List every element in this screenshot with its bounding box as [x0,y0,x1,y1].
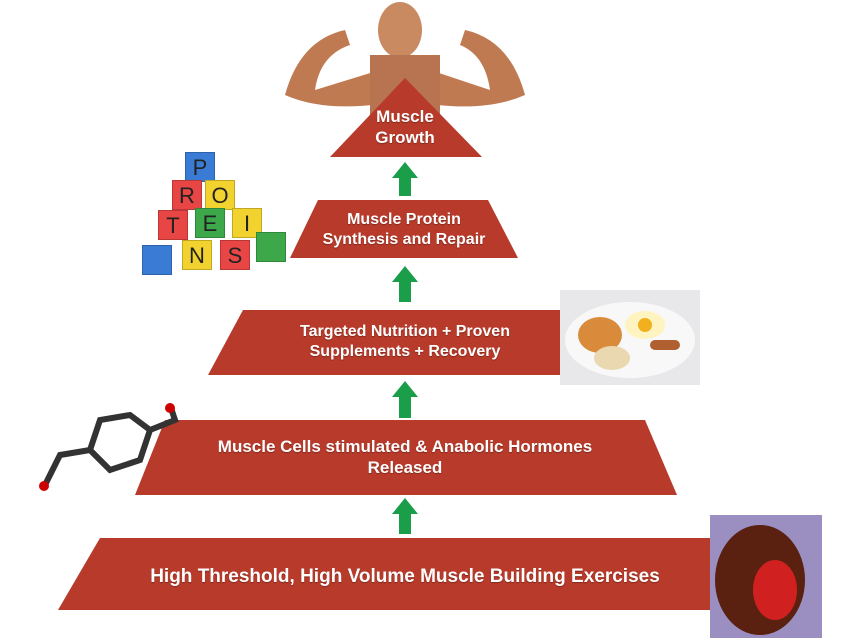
block-n: N [182,240,212,270]
block-e: E [195,208,225,238]
muscle-photo-image [710,515,822,638]
label-line: Muscle Protein [347,211,461,228]
label-line: Muscle [376,107,434,126]
block-r: R [172,180,202,210]
block-t: T [158,210,188,240]
breakfast-image [560,290,700,385]
level-4-label: Muscle Cells stimulated & Anabolic Hormo… [150,436,660,479]
arrows [392,162,418,534]
label-line: Synthesis and Repair [322,231,486,248]
block-blank-green [256,232,286,262]
block-o: O [205,180,235,210]
block-blank-blue [142,245,172,275]
level-5-label: High Threshold, High Volume Muscle Build… [80,565,730,589]
label-line: Growth [375,128,435,148]
level-1-triangle [330,78,482,157]
label-line: Targeted Nutrition + Proven [300,323,510,340]
level-3-band [208,310,565,375]
label-line: Supplements + Recovery [309,343,501,360]
block-s: S [220,240,250,270]
level-4-band [135,420,677,495]
label-line: High Threshold, High Volume Muscle Build… [150,566,660,587]
label-line: Released [367,458,443,478]
level-3-label: Targeted Nutrition + Proven Supplements … [230,322,580,362]
level-5-band [58,538,712,610]
steroid-molecule-image [39,403,179,491]
up-arrow-icon [392,266,418,302]
level-1-label: Muscle Growth [345,106,465,149]
level-2-band [290,200,518,258]
label-line: Muscle Cells stimulated & Anabolic Hormo… [217,437,593,456]
up-arrow-icon [392,381,418,418]
up-arrow-icon [392,498,418,534]
block-p: P [185,152,215,182]
level-2-label: Muscle Protein Synthesis and Repair [290,210,518,250]
up-arrow-icon [392,162,418,196]
